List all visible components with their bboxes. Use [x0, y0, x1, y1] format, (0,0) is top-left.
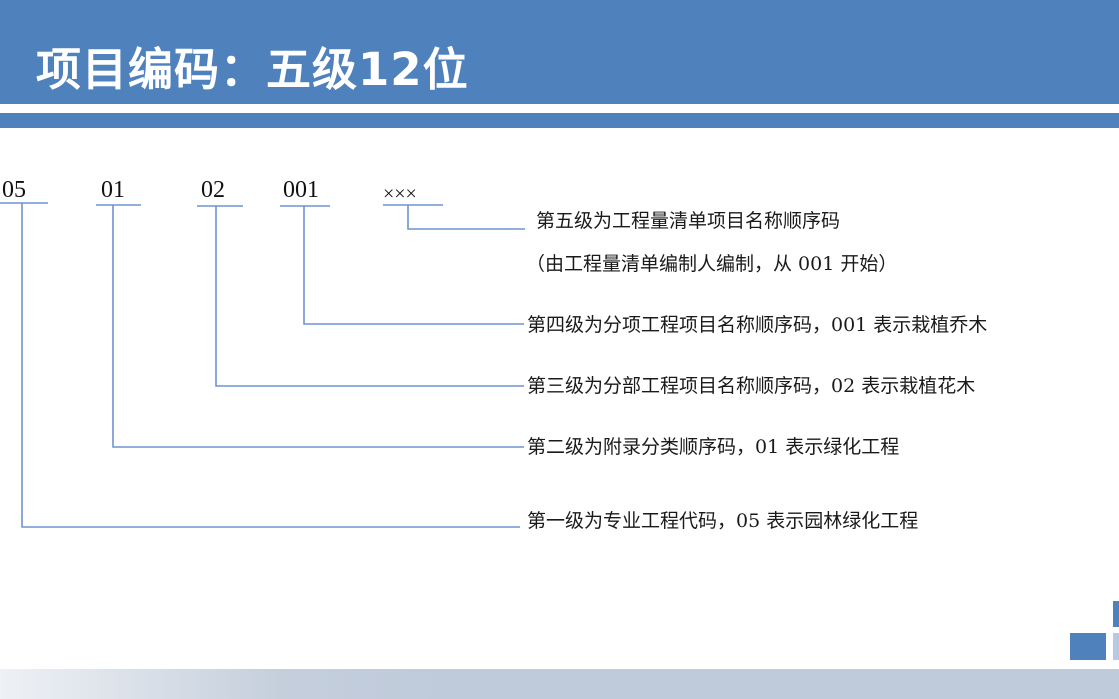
decor-square-top: [1113, 601, 1119, 627]
code-segment-level2: 01: [101, 177, 125, 203]
description-level4: 第四级为分项工程项目名称顺序码，001 表示栽植乔木: [527, 314, 988, 336]
description-level2: 第二级为附录分类顺序码，01 表示绿化工程: [527, 436, 900, 458]
code-segment-level4: 001: [283, 177, 319, 203]
description-level1: 第一级为专业工程代码，05 表示园林绿化工程: [527, 510, 919, 532]
description-level3: 第三级为分部工程项目名称顺序码，02 表示栽植花木: [527, 375, 976, 397]
description-level5: 第五级为工程量清单项目名称顺序码: [536, 210, 841, 232]
title-banner: [0, 0, 1119, 104]
title-underbar: [0, 113, 1119, 128]
title-divider-stripe: [0, 104, 1119, 113]
code-segment-level3: 02: [201, 177, 225, 203]
footer-band: [0, 669, 1119, 699]
decor-square-light: [1113, 633, 1119, 660]
code-segment-level5: ×××: [383, 183, 417, 205]
code-segment-level1: 05: [2, 177, 26, 203]
slide-title: 项目编码：五级12位: [36, 43, 469, 96]
decor-square-left: [1070, 633, 1106, 660]
description-level5-note: （由工程量清单编制人编制，从 001 开始）: [526, 253, 898, 275]
